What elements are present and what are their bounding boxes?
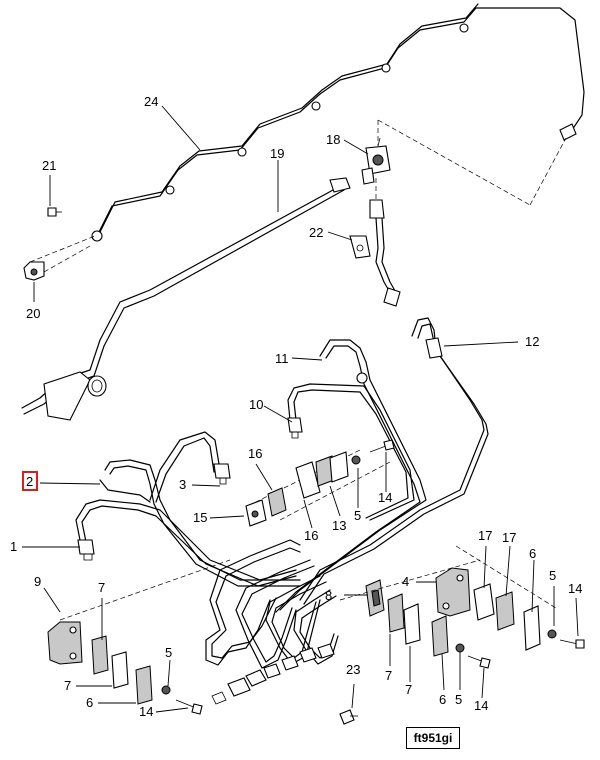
injector-line-10[interactable] [287,383,415,521]
callout-8[interactable]: 8 [325,588,332,603]
clamp-lower-left[interactable] [59,559,231,715]
return-line-24[interactable] [91,3,585,242]
callout-5-middle[interactable]: 5 [455,692,462,707]
callout-24[interactable]: 24 [144,94,158,109]
callout-5-right[interactable]: 5 [549,568,556,583]
callout-5-upper[interactable]: 5 [354,508,361,523]
injector-line-12[interactable] [299,317,489,605]
callout-7-left-upper[interactable]: 7 [98,580,105,595]
leak-off-line-19[interactable] [21,177,351,421]
callout-7-middle-b[interactable]: 7 [405,682,412,697]
callout-7-left-lower[interactable]: 7 [64,678,71,693]
callout-16-lower[interactable]: 16 [304,528,318,543]
callout-14-upper[interactable]: 14 [378,490,392,505]
clamp-8[interactable] [365,579,385,617]
bolt-23[interactable] [339,709,358,725]
clamp-lower-middle[interactable] [339,559,491,669]
callout-11[interactable]: 11 [275,351,289,366]
callout-1[interactable]: 1 [10,539,17,554]
callout-6-left[interactable]: 6 [86,695,93,710]
callout-2[interactable]: 2 [26,474,33,489]
callout-23[interactable]: 23 [346,662,360,677]
selected-callout-highlight [22,471,38,491]
clamp-assembly-upper[interactable] [245,439,395,527]
banjo-bolt-21[interactable] [47,207,62,217]
callout-3[interactable]: 3 [179,477,186,492]
callout-16-upper[interactable]: 16 [248,446,262,461]
callout-21[interactable]: 21 [42,158,56,173]
callout-9[interactable]: 9 [34,574,41,589]
nested-line-bundle[interactable] [205,539,339,705]
injector-line-3[interactable] [149,431,231,503]
pipe-22[interactable] [349,199,401,307]
bracket-4[interactable] [435,567,471,617]
clamp-right[interactable] [455,545,585,651]
leader-lines [22,105,579,713]
callout-13[interactable]: 13 [332,518,346,533]
callout-labels: 24 21 20 19 18 22 12 11 10 2 3 16 15 16 … [10,94,582,719]
callout-6-middle[interactable]: 6 [439,692,446,707]
callout-6-right[interactable]: 6 [529,546,536,561]
callout-14-left[interactable]: 14 [139,704,153,719]
callout-19[interactable]: 19 [270,146,284,161]
callout-15[interactable]: 15 [193,510,207,525]
callout-18[interactable]: 18 [326,132,340,147]
callout-17-b[interactable]: 17 [502,530,516,545]
callout-17-a[interactable]: 17 [478,528,492,543]
callout-12[interactable]: 12 [525,334,539,349]
callout-14-right[interactable]: 14 [568,581,582,596]
callout-4[interactable]: 4 [402,574,409,589]
injector-line-1[interactable] [75,499,297,587]
callout-14-middle[interactable]: 14 [474,698,488,713]
clamp-20[interactable] [23,261,45,281]
callout-5-left[interactable]: 5 [165,645,172,660]
callout-10[interactable]: 10 [249,397,263,412]
injector-line-11[interactable] [275,339,427,613]
callout-20[interactable]: 20 [26,306,40,321]
bracket-9[interactable] [47,621,83,665]
callout-7-middle-a[interactable]: 7 [385,668,392,683]
figure-code: ft951gi [406,727,460,749]
tee-fitting-18[interactable] [361,137,391,185]
callout-22[interactable]: 22 [309,225,323,240]
